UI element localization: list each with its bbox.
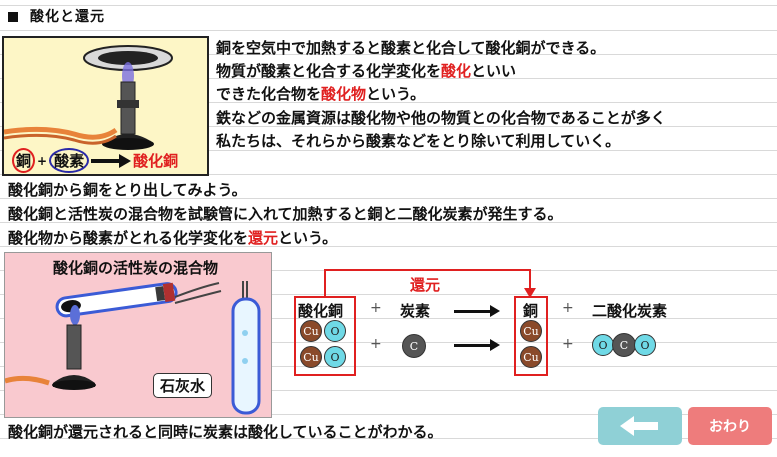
atom-o: O (634, 334, 656, 356)
experiment-illustration-panel: 酸化銅の活性炭の混合物 石灰水 (4, 252, 272, 418)
term-oxide: 酸化物 (321, 85, 367, 103)
atom-cu: Cu (300, 346, 322, 368)
intro-line-3: できた化合物を酸化物という。 (216, 85, 426, 103)
atom-o: O (324, 346, 346, 368)
title-square-icon (8, 12, 18, 22)
atom-c: C (612, 333, 636, 357)
atom-cu: Cu (520, 346, 542, 368)
oxygen-label: 酸素 (49, 148, 90, 173)
lab-title: 酸化銅の活性炭の混合物 (53, 259, 219, 277)
intro-line-4: 鉄などの金属資源は酸化物や他の物質との化合物であることが多く (216, 109, 666, 127)
atom-c: C (402, 334, 426, 358)
oxidation-equation: 銅 + 酸素 酸化銅 (12, 148, 178, 173)
reduction-label: 還元 (410, 276, 441, 294)
arrow-right-icon (91, 153, 132, 168)
end-button[interactable]: おわり (688, 407, 772, 445)
conclusion-text: 酸化銅が還元されると同時に炭素は酸化していることがわかる。 (8, 423, 443, 441)
intro-line-5: 私たちは、それらから酸素などをとり除いて利用していく。 (216, 132, 621, 150)
plus-sign: + (370, 336, 382, 352)
copper-oxide-label: 酸化銅 (133, 152, 179, 170)
arrow-right-icon (454, 305, 500, 317)
atom-o: O (592, 334, 614, 356)
copper-label: 銅 (12, 148, 36, 173)
term-reduction: 還元 (248, 229, 279, 247)
body-line-1: 酸化銅から銅をとり出してみよう。 (8, 181, 247, 199)
back-button[interactable] (598, 407, 682, 445)
plus-sign: + (370, 300, 382, 316)
copper-box (514, 296, 548, 376)
body-line-3: 酸化物から酸素がとれる化学変化を還元という。 (8, 229, 338, 247)
page-title: 酸化と還元 (8, 6, 105, 26)
burner-illustration-panel: 銅 + 酸素 酸化銅 (2, 36, 209, 176)
plus-sign: + (562, 300, 574, 316)
body-line-2: 酸化銅と活性炭の混合物を試験管に入れて加熱すると銅と二酸化炭素が発生する。 (8, 205, 563, 223)
carbon-heading: 炭素 (400, 302, 431, 320)
plus-sign: + (562, 336, 574, 352)
reduction-bracket-icon (324, 269, 536, 298)
term-oxidation: 酸化 (441, 62, 472, 80)
reduction-reaction-diagram: 還元 酸化銅 Cu O Cu O + + 炭素 C 銅 Cu Cu + + 二酸… (292, 266, 712, 386)
arrow-right-icon (454, 339, 500, 351)
copper-heading: 銅 (523, 302, 539, 320)
limewater-label: 石灰水 (153, 373, 213, 398)
carbon-dioxide-heading: 二酸化炭素 (592, 302, 668, 320)
intro-line-1: 銅を空気中で加熱すると酸素と化合して酸化銅ができる。 (216, 39, 606, 57)
copper-oxide-heading: 酸化銅 (298, 302, 344, 320)
test-tube-apparatus-icon (5, 281, 261, 415)
atom-cu: Cu (300, 320, 322, 342)
atom-cu: Cu (520, 320, 542, 342)
atom-o: O (324, 320, 346, 342)
burner-heating-icon (4, 45, 173, 150)
arrow-left-icon (620, 416, 658, 436)
intro-line-2: 物質が酸素と化合する化学変化を酸化といい (216, 62, 517, 80)
copper-oxide-box (294, 296, 356, 376)
plus-sign: + (37, 153, 48, 168)
